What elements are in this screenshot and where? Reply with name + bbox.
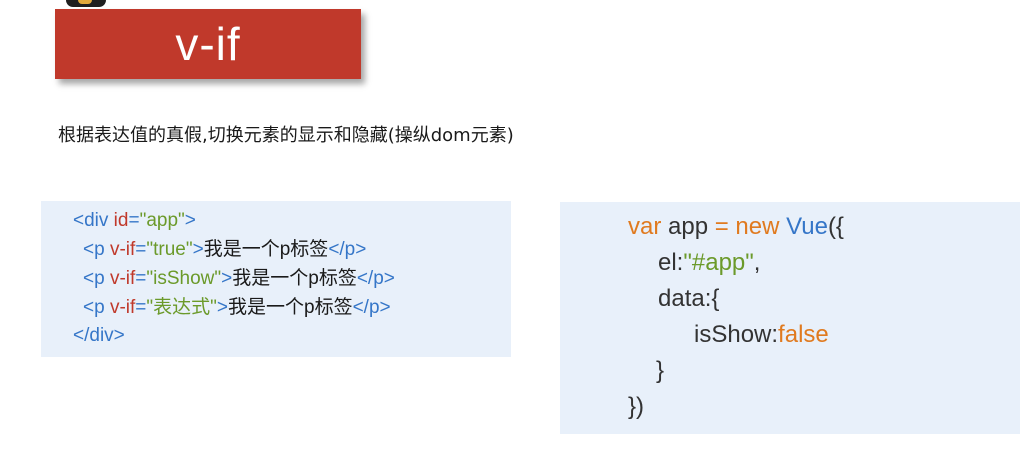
slide-description: 根据表达值的真假,切换元素的显示和隐藏(操纵dom元素) — [58, 125, 514, 146]
code-tag: <p — [83, 268, 110, 289]
code-tag: </div> — [73, 325, 125, 346]
js-code-line: isShow:false — [694, 320, 829, 350]
code-string: "#app" — [683, 249, 754, 276]
code-string: "表达式" — [146, 297, 217, 318]
code-tag: </p> — [356, 268, 395, 289]
js-code-line: el:"#app", — [658, 248, 760, 278]
html-code-line: <p v-if="isShow">我是一个p标签</p> — [83, 267, 395, 291]
code-eq: = — [135, 297, 147, 318]
code-attr: v-if — [109, 239, 136, 260]
js-code-line: var app = new Vue({ — [628, 212, 844, 242]
code-punct: }) — [628, 393, 645, 420]
code-eq: = — [135, 239, 147, 260]
code-key: el: — [658, 249, 684, 276]
js-code-line: data:{ — [658, 284, 719, 314]
html-code-block: <div id="app"> <p v-if="true">我是一个p标签</p… — [41, 201, 511, 357]
mascot-figure — [66, 0, 106, 7]
code-eq: = — [135, 268, 147, 289]
html-code-line: </div> — [73, 324, 125, 348]
code-text: 我是一个p标签 — [203, 239, 329, 260]
code-text: 我是一个p标签 — [232, 268, 357, 289]
code-punct: ({ — [827, 213, 844, 240]
title-banner: v-if — [55, 9, 361, 79]
code-string: "app" — [139, 210, 185, 231]
code-attr: v-if — [109, 268, 136, 289]
code-eq: = — [128, 210, 140, 231]
code-tag: </p> — [328, 239, 367, 260]
code-operator: = — [714, 213, 729, 240]
html-code-line: <div id="app"> — [73, 209, 196, 233]
slide-title: v-if — [175, 18, 241, 70]
html-code-line: <p v-if="表达式">我是一个p标签</p> — [83, 296, 391, 320]
code-tag: <div — [73, 210, 114, 231]
js-code-line: } — [656, 356, 664, 386]
code-attr: v-if — [109, 297, 136, 318]
code-key: isShow: — [694, 321, 779, 348]
code-string: "isShow" — [146, 268, 222, 289]
js-code-block: var app = new Vue({ el:"#app", data:{ is… — [560, 202, 1020, 434]
code-tag: <p — [83, 297, 110, 318]
code-punct: } — [656, 357, 665, 384]
code-tag: > — [221, 268, 233, 289]
code-identifier: app — [661, 213, 715, 240]
code-tag: > — [192, 239, 204, 260]
code-class: Vue — [786, 213, 828, 240]
code-punct: , — [753, 249, 761, 276]
code-text: 我是一个p标签 — [228, 297, 353, 318]
code-tag: > — [216, 297, 228, 318]
code-keyword: var — [628, 213, 662, 240]
code-tag: <p — [83, 239, 110, 260]
html-code-line: <p v-if="true">我是一个p标签</p> — [83, 238, 366, 262]
code-boolean: false — [778, 321, 829, 348]
code-tag: </p> — [352, 297, 391, 318]
js-code-line: }) — [628, 392, 644, 422]
code-keyword: new — [728, 213, 787, 240]
code-string: "true" — [146, 239, 193, 260]
code-attr: id — [113, 210, 129, 231]
code-key: data:{ — [658, 285, 720, 312]
code-tag: > — [184, 210, 196, 231]
